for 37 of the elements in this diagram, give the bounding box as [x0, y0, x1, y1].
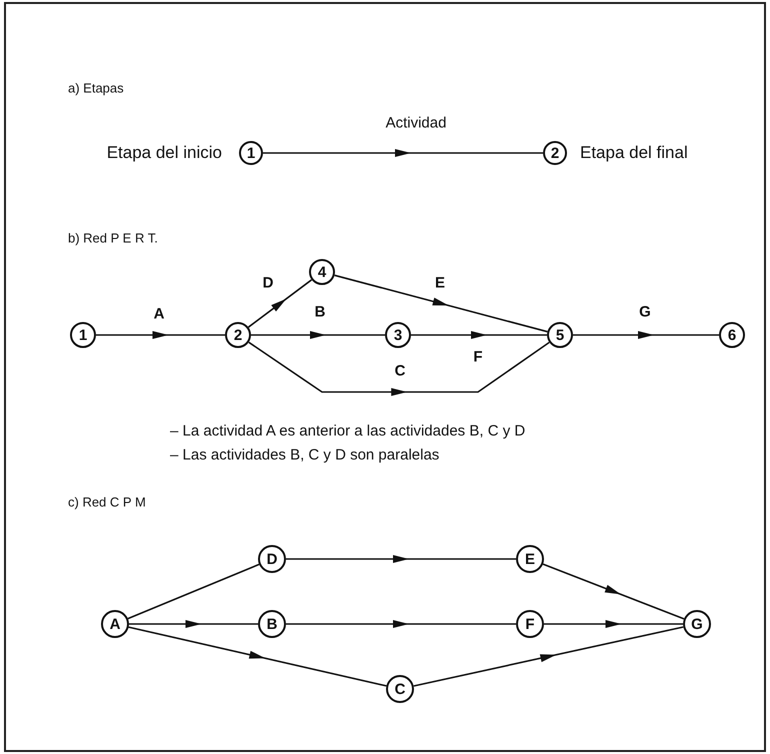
- arrow: [334, 274, 548, 332]
- node-circle: C: [386, 675, 414, 703]
- arrow: [573, 331, 719, 339]
- text-label: b) Red P E R T.: [68, 230, 158, 246]
- arrow: [248, 279, 312, 328]
- node-circle: 2: [225, 322, 251, 348]
- arrow: [286, 620, 516, 628]
- node-circle: 2: [543, 141, 567, 165]
- arrow: [129, 620, 258, 628]
- arrow: [542, 563, 684, 620]
- node-circle: 4: [309, 259, 335, 285]
- arrow: [414, 626, 684, 687]
- stage-label: Etapa del final: [580, 143, 688, 163]
- node-circle: D: [258, 545, 286, 573]
- arrow: [248, 342, 550, 396]
- node-circle: 5: [547, 322, 573, 348]
- text-label: – La actividad A es anterior a las actividades B, C y D: [170, 422, 526, 440]
- arrow: [128, 626, 387, 687]
- text-label: a) Etapas: [68, 80, 124, 96]
- arrow: [544, 620, 683, 628]
- arrow: [96, 331, 225, 339]
- arrow: [251, 331, 385, 339]
- node-circle: 6: [719, 322, 745, 348]
- stage-label: Etapa del inicio: [106, 143, 222, 163]
- arrow: [411, 331, 547, 339]
- node-circle: 1: [70, 322, 96, 348]
- node-circle: F: [516, 610, 544, 638]
- text-label: c) Red C P M: [68, 494, 146, 510]
- node-circle: 3: [385, 322, 411, 348]
- text-label: – Las actividades B, C y D son paralelas: [170, 446, 440, 464]
- node-circle: E: [516, 545, 544, 573]
- arrow: [286, 555, 516, 563]
- node-circle: B: [258, 610, 286, 638]
- node-circle: 1: [239, 141, 263, 165]
- node-circle: A: [101, 610, 129, 638]
- arrow: [263, 149, 543, 157]
- node-circle: G: [683, 610, 711, 638]
